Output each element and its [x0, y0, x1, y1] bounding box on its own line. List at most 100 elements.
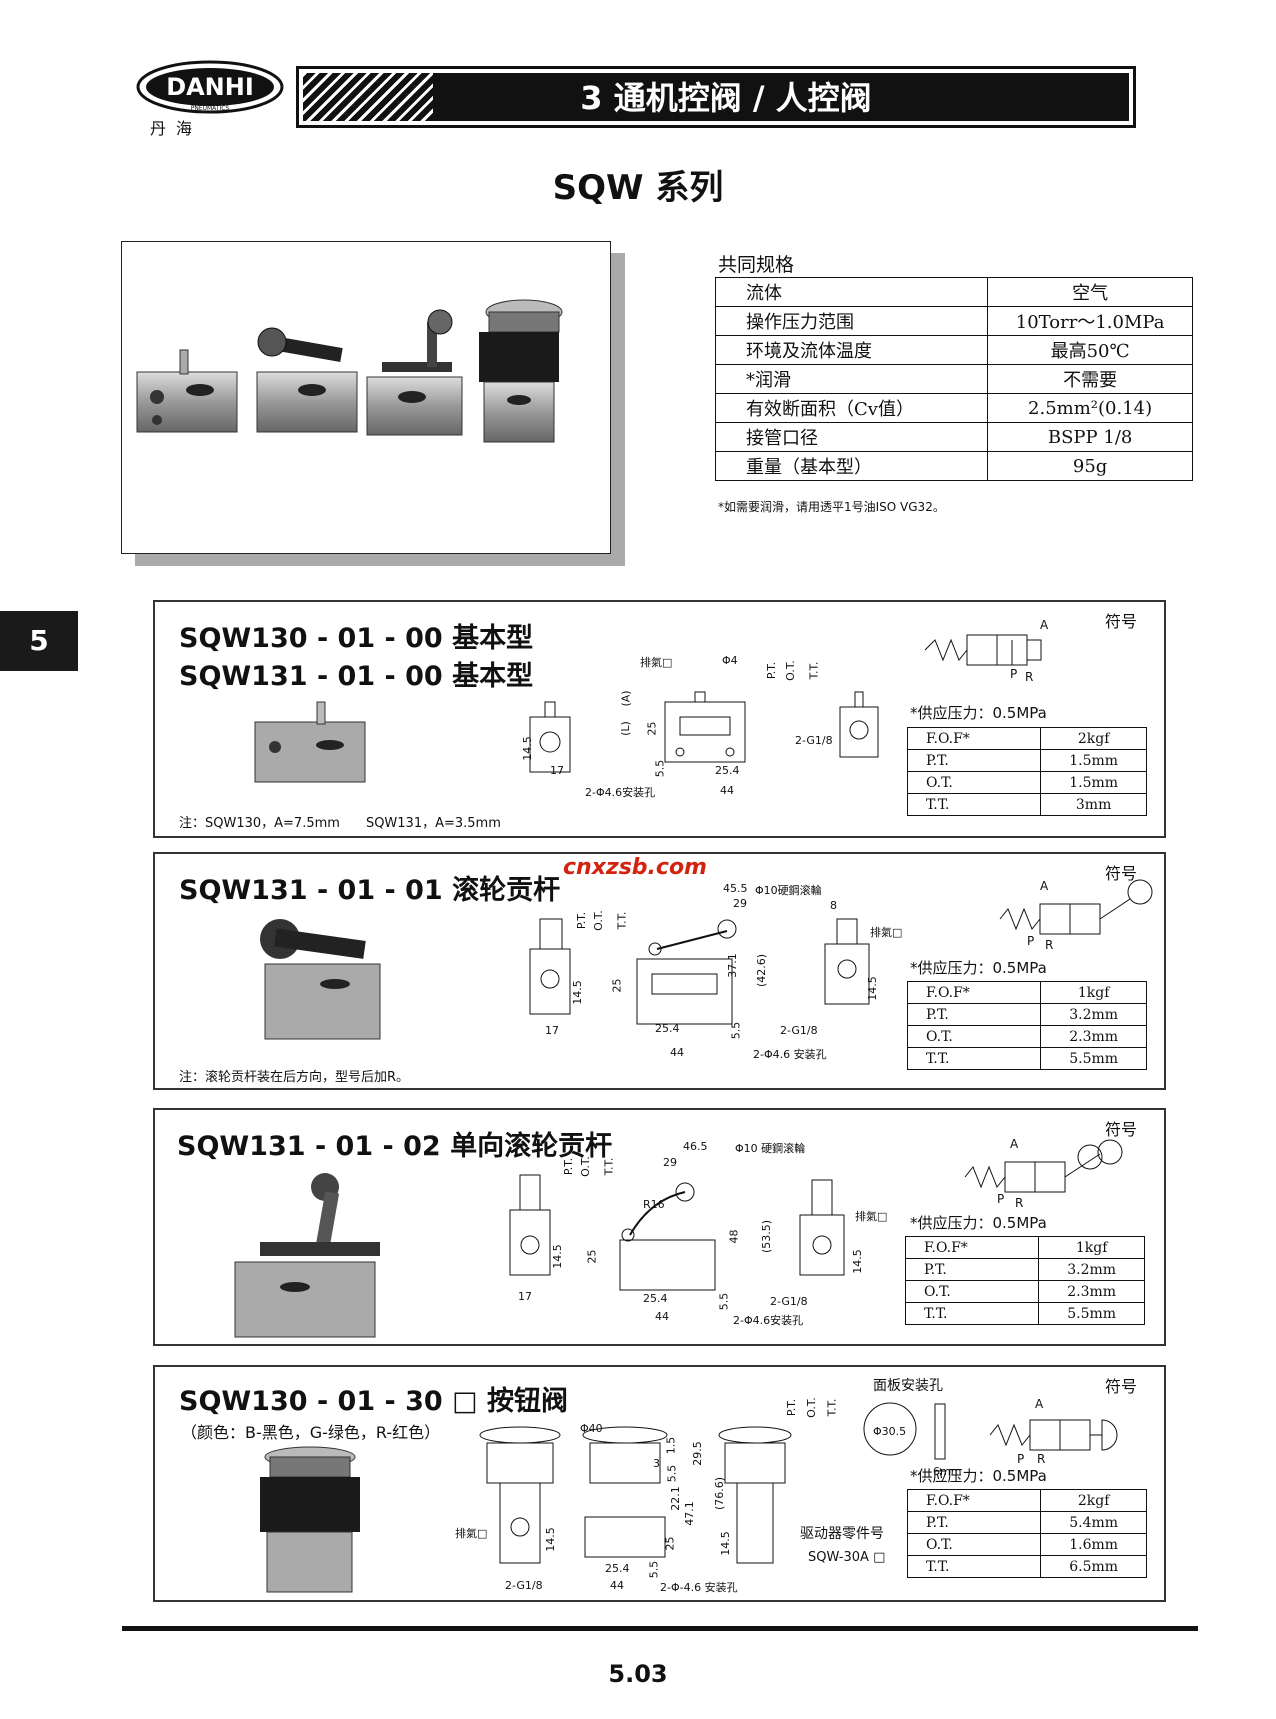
dim-label: 2-G1/8 [770, 1295, 808, 1308]
table-cell: F.O.F* [904, 1236, 1040, 1259]
dim-label: (42.6) [755, 953, 769, 988]
table-row: P.T.1.5mm [906, 749, 1147, 772]
table-row: F.O.F*1kgf [904, 1236, 1145, 1259]
dim-label: 5.5 [665, 1464, 679, 1483]
table-cell: F.O.F* [906, 727, 1042, 750]
dim-label: 48 [727, 1229, 741, 1244]
performance-table: F.O.F*2kgf P.T.5.4mm O.T.1.6mm T.T.6.5mm [906, 1489, 1147, 1578]
table-cell: F.O.F* [906, 981, 1042, 1004]
dim-label: O.T. [591, 910, 605, 931]
table-cell: T.T. [904, 1302, 1040, 1325]
table-row: 有效断面积（Cv值）2.5mm²(0.14) [714, 393, 1193, 423]
valve-roller-image [260, 919, 381, 1040]
port-r: R [1037, 1452, 1046, 1466]
dim-label: 25 [610, 978, 624, 993]
dim-label: 44 [720, 784, 734, 797]
table-row: O.T.1.5mm [906, 771, 1147, 794]
dim-label: 2-Φ-4.6 安装孔 [660, 1581, 738, 1594]
table-cell: 2.3mm [1040, 1025, 1147, 1048]
actuator-label: 驱动器零件号 [800, 1526, 884, 1542]
side-view-left [529, 918, 571, 1015]
port-a: A [1035, 1397, 1044, 1411]
dim-label: 29.5 [690, 1441, 704, 1466]
watermark: cnxzsb.com [563, 855, 707, 880]
dim-label: 44 [610, 1579, 624, 1592]
table-cell: P.T. [906, 749, 1042, 772]
dim-label: 排氣□ [870, 926, 903, 939]
side-view-left [529, 701, 571, 773]
table-row: F.O.F*1kgf [906, 981, 1147, 1004]
dim-label: Φ30.5 [873, 1425, 907, 1438]
table-row: P.T.5.4mm [906, 1511, 1147, 1534]
dim-label: 25 [585, 1249, 599, 1264]
model-title: SQW130 - 01 - 00 基本型 [179, 623, 534, 654]
dim-label: 46.5 [683, 1140, 708, 1153]
spec-label: 重量（基本型） [714, 451, 989, 481]
port-p: P [997, 1192, 1005, 1206]
dim-label: 2-G1/8 [780, 1024, 818, 1037]
symbol-label: 符号 [1105, 612, 1138, 631]
dim-label: P.T. [785, 1398, 799, 1417]
spec-label: 流体 [714, 277, 989, 307]
spec-note: *如需要润滑，请用透平1号油ISO VG32。 [718, 500, 945, 514]
table-cell: P.T. [906, 1003, 1042, 1026]
panel-sqw130-basic: SQW130 - 01 - 00 基本型 SQW131 - 01 - 00 基本… [153, 600, 1166, 838]
model-title: SQW131 - 01 - 02 单向滚轮贡杆 [177, 1131, 613, 1162]
table-cell: 6.5mm [1040, 1555, 1147, 1578]
dim-label: 排氣□ [855, 1210, 888, 1223]
dim-label: Φ10 硬鋼滚輪 [735, 1142, 806, 1155]
table-row: O.T.2.3mm [904, 1280, 1145, 1303]
logo-sub-cn: 丹海 [150, 119, 203, 138]
table-cell: 2.3mm [1038, 1280, 1145, 1303]
port-a: A [1040, 879, 1049, 893]
dim-label: 25 [663, 1536, 677, 1551]
valve-roller-image [256, 327, 358, 433]
table-cell: 3.2mm [1038, 1258, 1145, 1281]
table-cell: 1.5mm [1040, 749, 1147, 772]
valve-one-way-roller-image [366, 309, 463, 436]
color-options: （颜色：B-黑色，G-绿色，R-红色） [181, 1423, 441, 1442]
actuator-part: SQW-30A □ [808, 1550, 886, 1565]
dim-label: 2-G1/8 [795, 734, 833, 747]
table-row: F.O.F*2kgf [906, 1489, 1147, 1512]
performance-table: F.O.F*2kgf P.T.1.5mm O.T.1.5mm T.T.3mm [906, 727, 1147, 816]
dim-label: T.T. [807, 661, 821, 680]
side-view-right [718, 1426, 792, 1564]
page-number: 5.03 [608, 1660, 668, 1688]
dim-label: Φ4 [722, 654, 738, 667]
dim-label: 17 [550, 764, 564, 777]
panel-note: 注：滚轮贡杆装在后方向，型号后加R。 [179, 1070, 410, 1085]
valve-symbol [999, 879, 1153, 935]
chapter-tab: 5 [0, 611, 78, 671]
valve-push-button-image [260, 1446, 360, 1593]
table-cell: 1kgf [1040, 981, 1147, 1004]
port-p: P [1027, 934, 1035, 948]
dim-label: Φ10硬鋼滚輪 [755, 884, 822, 897]
table-cell: 3.2mm [1040, 1003, 1147, 1026]
panel-sqw130-push-button: SQW130 - 01 - 30 □ 按钮阀 （颜色：B-黑色，G-绿色，R-红… [153, 1365, 1166, 1602]
table-row: 重量（基本型）95g [714, 451, 1193, 481]
dim-label: T.T. [602, 1157, 616, 1176]
section-banner: 3 通机控阀 / 人控阀 [296, 66, 1136, 128]
table-cell: 5.4mm [1040, 1511, 1147, 1534]
dim-label: 5.5 [717, 1292, 731, 1311]
spec-value: 10Torr～1.0MPa [987, 306, 1193, 336]
front-view [582, 1426, 668, 1558]
dim-label: 3 [653, 1457, 660, 1470]
port-p: P [1010, 667, 1018, 681]
dim-label: 2-G1/8 [505, 1579, 543, 1592]
panel-sqw131-one-way-roller: SQW131 - 01 - 02 单向滚轮贡杆 46.5 29 Φ10 硬鋼滚輪… [153, 1108, 1166, 1346]
valve-basic-image [136, 349, 238, 433]
dim-label: 5.5 [729, 1021, 743, 1040]
dim-label: 29 [663, 1156, 677, 1169]
dim-label: 47.1 [682, 1501, 696, 1526]
banner-stripes [303, 73, 433, 121]
side-view-right [839, 691, 879, 758]
spec-value: 最高50℃ [987, 335, 1193, 365]
spec-value: 空气 [987, 277, 1193, 307]
valve-symbol [924, 634, 1042, 666]
logo-sub-en: PNEUMATICS [191, 105, 230, 112]
dim-label: 14.5 [543, 1527, 557, 1552]
